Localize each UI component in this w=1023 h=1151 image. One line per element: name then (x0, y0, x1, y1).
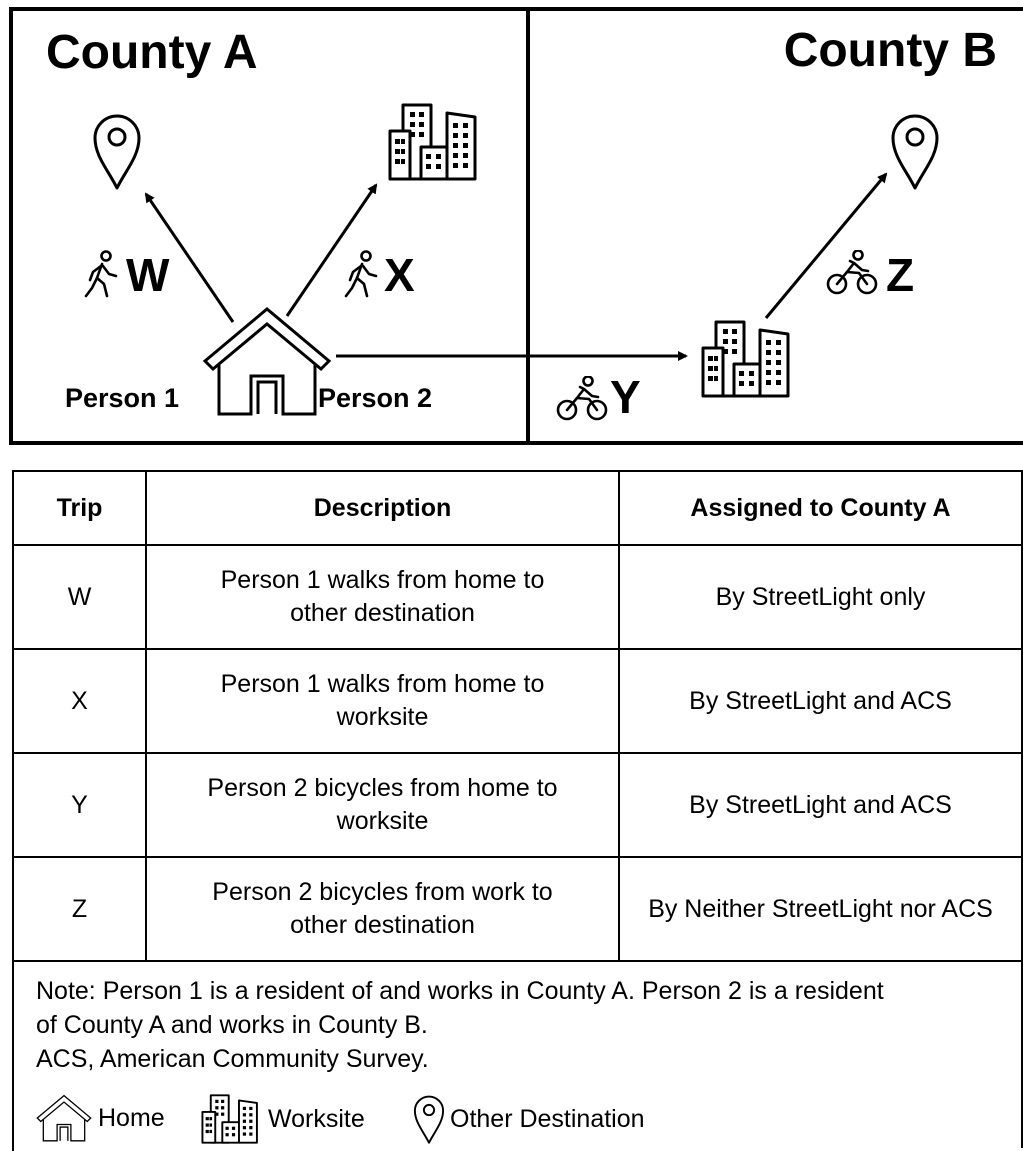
building-icon (701, 320, 790, 398)
description-line: Person 1 walks from home to (220, 670, 545, 698)
note-line-1: Note: Person 1 is a resident of and work… (36, 977, 884, 1005)
trip-x-label: X (384, 249, 415, 301)
table-header-row: Trip Description Assigned to County A (12, 470, 1023, 546)
legend: Home Worksite Other Destination (36, 1084, 1001, 1148)
map-pin-icon (93, 114, 141, 190)
county-b-title: County B (784, 24, 997, 77)
trip-diagram: County A County B W X Y Z Person 1 Perso… (9, 7, 1023, 445)
description-line: Person 2 bicycles from work to (212, 878, 553, 906)
pedestrian-icon (84, 250, 118, 298)
description-line: worksite (336, 703, 429, 731)
trip-y-label: Y (610, 371, 641, 423)
description-line: Person 1 walks from home to (220, 566, 545, 594)
note-row: Note: Person 1 is a resident of and work… (12, 960, 1023, 1148)
house-icon (203, 307, 331, 416)
column-header-assigned: Assigned to County A (618, 470, 1023, 546)
map-pin-icon (891, 114, 939, 190)
pedestrian-icon (344, 250, 378, 298)
note-line-2: of County A and works in County B. (36, 1011, 428, 1039)
table-row: Z Person 2 bicycles from work to other d… (12, 856, 1023, 962)
person-1-label: Person 1 (65, 383, 179, 413)
description-cell: Person 1 walks from home to worksite (145, 648, 620, 754)
legend-item-home: Home (36, 1094, 165, 1142)
trip-cell: X (12, 648, 147, 754)
column-header-description: Description (145, 470, 620, 546)
map-pin-icon (412, 1094, 446, 1144)
trip-w-arrow (144, 192, 235, 323)
legend-label-home: Home (98, 1103, 165, 1132)
description-line: other destination (290, 599, 475, 627)
person-2-label: Person 2 (318, 383, 432, 413)
trip-cell: W (12, 544, 147, 650)
description-line: worksite (336, 807, 429, 835)
legend-label-worksite: Worksite (268, 1104, 365, 1133)
legend-item-worksite: Worksite (200, 1094, 365, 1144)
trip-z-label: Z (886, 249, 914, 301)
description-line: Person 2 bicycles from home to (207, 774, 558, 802)
house-icon (36, 1094, 92, 1142)
legend-label-other: Other Destination (450, 1104, 645, 1133)
county-b-panel (526, 7, 1023, 445)
trip-z-arrow (764, 172, 888, 319)
assigned-cell: By StreetLight and ACS (618, 648, 1023, 754)
legend-item-other-destination: Other Destination (412, 1094, 645, 1144)
description-cell: Person 2 bicycles from work to other des… (145, 856, 620, 962)
trip-w-label: W (126, 249, 170, 301)
building-icon (200, 1094, 260, 1144)
trip-table: Trip Description Assigned to County A W … (12, 470, 1023, 1148)
table-row: X Person 1 walks from home to worksite B… (12, 648, 1023, 754)
assigned-cell: By StreetLight only (618, 544, 1023, 650)
county-a-title: County A (46, 26, 258, 79)
column-header-trip: Trip (12, 470, 147, 546)
table-row: W Person 1 walks from home to other dest… (12, 544, 1023, 650)
bicycle-icon (826, 250, 878, 295)
trip-cell: Z (12, 856, 147, 962)
description-line: other destination (290, 911, 475, 939)
building-icon (388, 103, 477, 181)
description-cell: Person 1 walks from home to other destin… (145, 544, 620, 650)
note-line-3: ACS, American Community Survey. (36, 1045, 429, 1073)
trip-cell: Y (12, 752, 147, 858)
trip-x-arrow (285, 183, 378, 317)
assigned-cell: By StreetLight and ACS (618, 752, 1023, 858)
table-row: Y Person 2 bicycles from home to worksit… (12, 752, 1023, 858)
bicycle-icon (556, 376, 608, 421)
note-cell: Note: Person 1 is a resident of and work… (12, 960, 1023, 1148)
assigned-cell: By Neither StreetLight nor ACS (618, 856, 1023, 962)
description-cell: Person 2 bicycles from home to worksite (145, 752, 620, 858)
